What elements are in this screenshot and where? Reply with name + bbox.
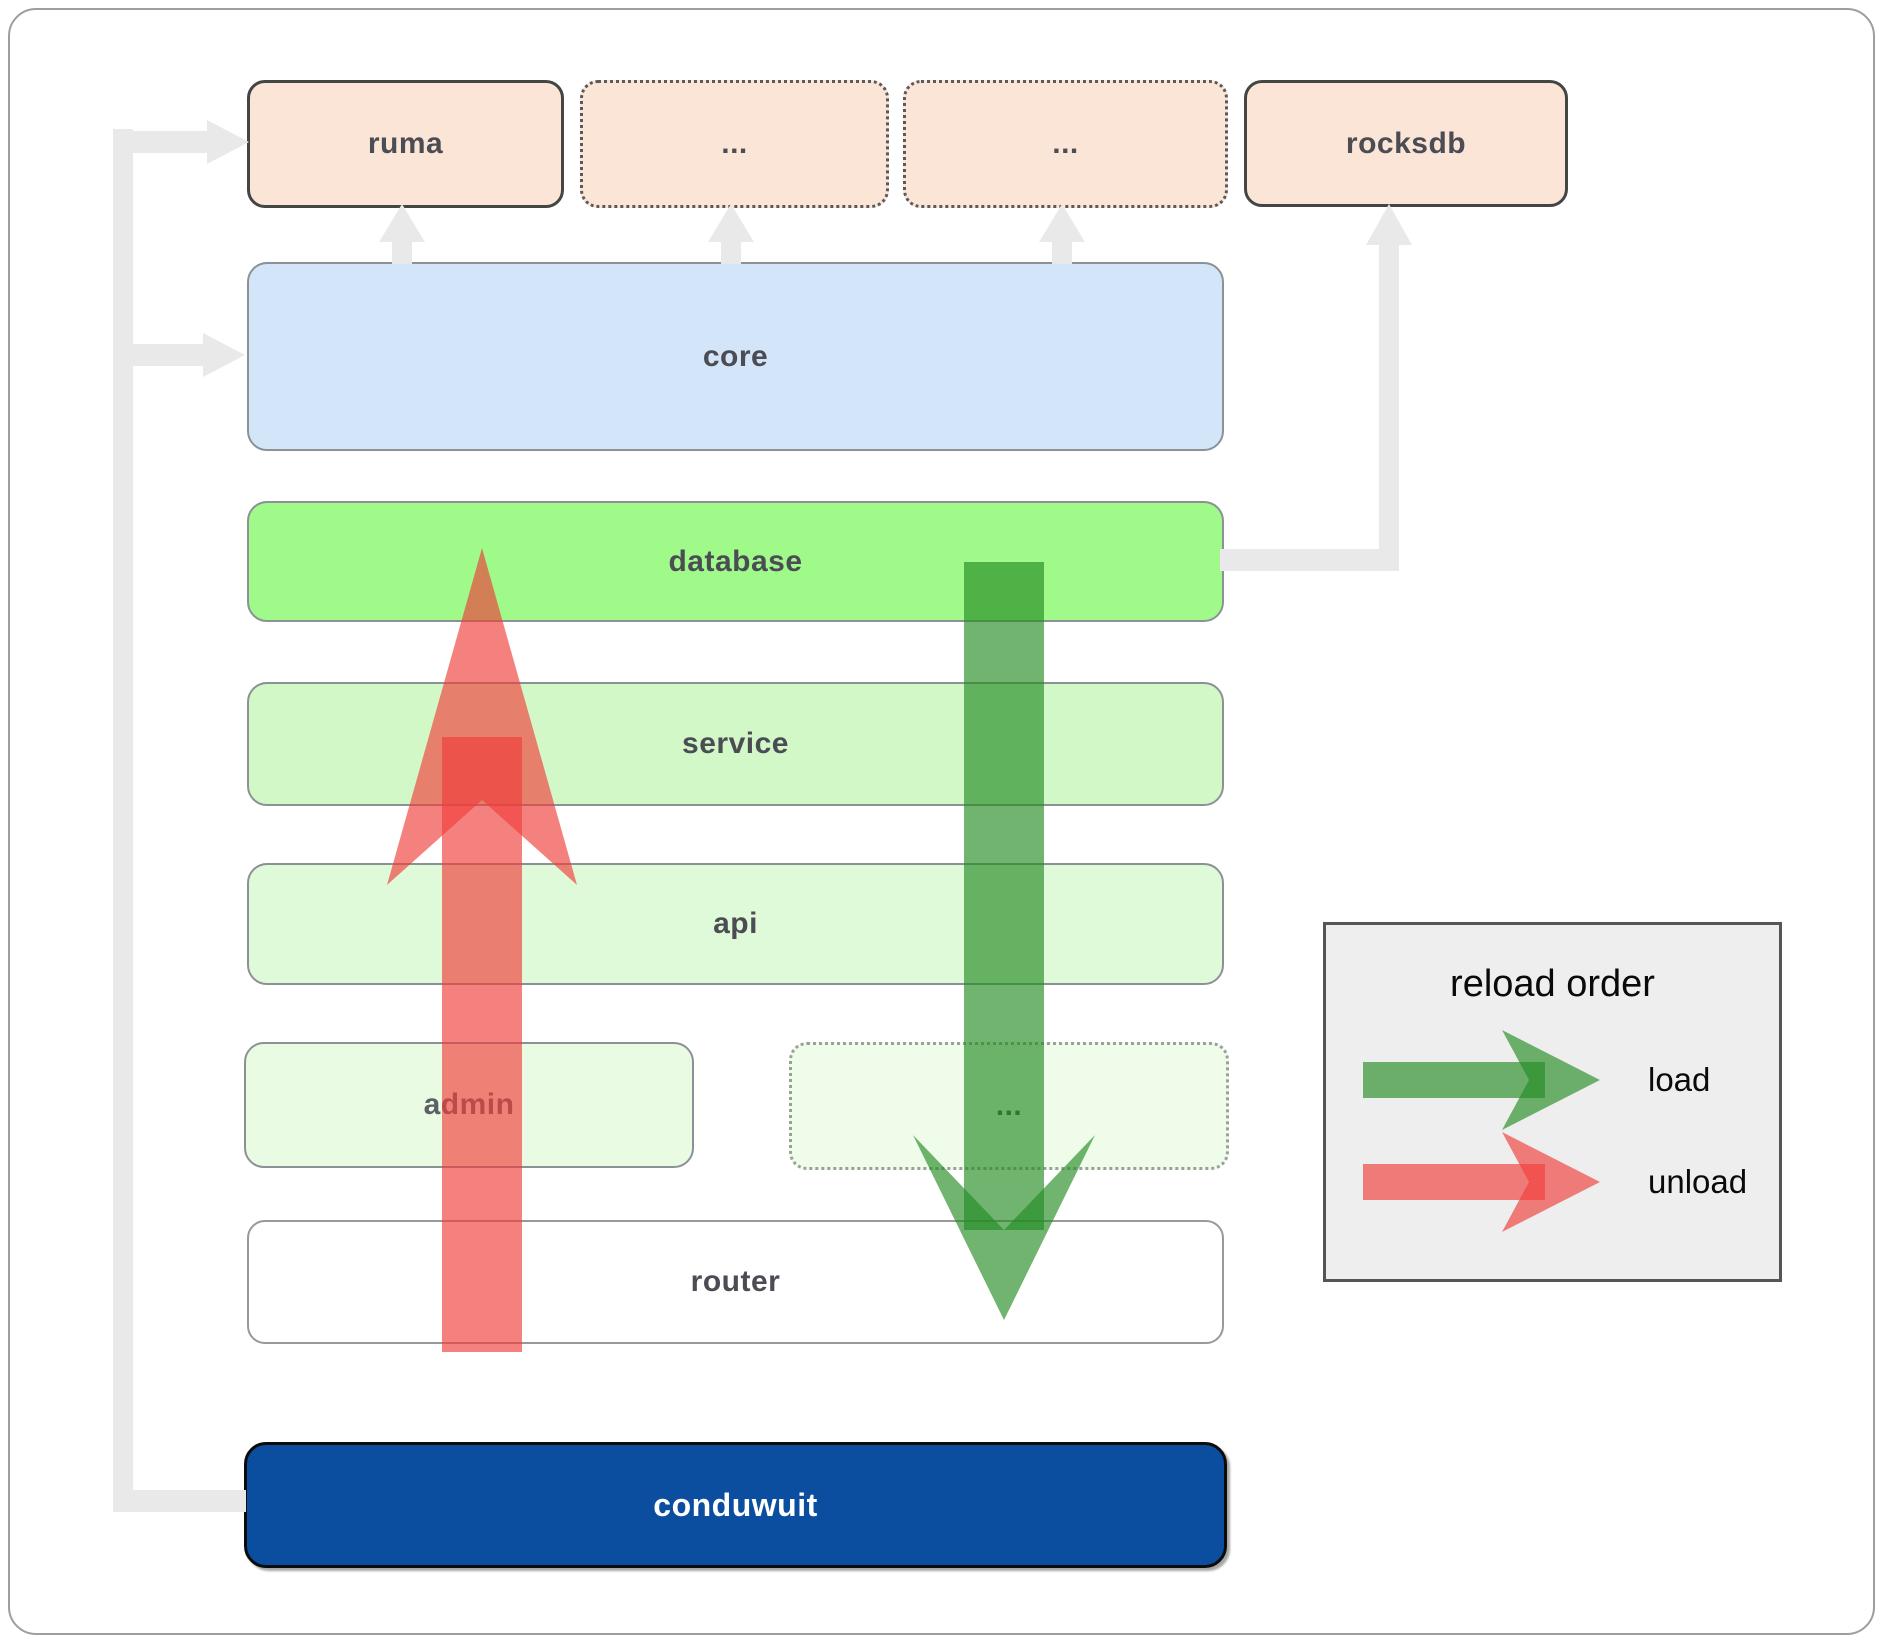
node-ellipsis-admin-row-label: ...: [995, 1089, 1023, 1122]
node-core: core: [247, 262, 1224, 451]
legend-load-label: load: [1648, 1061, 1711, 1098]
legend-unload-label: unload: [1648, 1163, 1748, 1200]
legend-title: reload order: [1450, 963, 1655, 1005]
node-database: database: [247, 501, 1224, 622]
node-service-label: service: [682, 727, 789, 760]
node-ellipsis-top-1-label: ...: [721, 127, 748, 160]
node-core-label: core: [702, 339, 769, 373]
node-ruma: ruma: [247, 80, 564, 208]
node-api-label: api: [713, 907, 758, 940]
node-ellipsis-top-2-label: ...: [1052, 127, 1079, 160]
node-conduwuit-label: conduwuit: [653, 1486, 818, 1523]
node-api: api: [247, 863, 1224, 985]
node-admin-label: admin: [423, 1088, 515, 1121]
node-router: router: [247, 1220, 1224, 1344]
node-ellipsis-admin-row: ...: [789, 1042, 1229, 1170]
node-conduwuit: conduwuit: [244, 1442, 1227, 1568]
node-router-label: router: [690, 1265, 781, 1298]
node-service: service: [247, 682, 1224, 806]
node-ellipsis-top-1: ...: [580, 80, 889, 208]
node-ellipsis-top-2: ...: [903, 80, 1228, 208]
node-rocksdb: rocksdb: [1244, 80, 1568, 207]
node-ruma-label: ruma: [367, 127, 444, 160]
outer-frame: [8, 8, 1875, 1635]
node-rocksdb-label: rocksdb: [1345, 126, 1467, 160]
node-admin: admin: [244, 1042, 694, 1168]
legend-reload-order: reload order load unload: [1323, 922, 1782, 1282]
node-database-label: database: [668, 544, 803, 578]
